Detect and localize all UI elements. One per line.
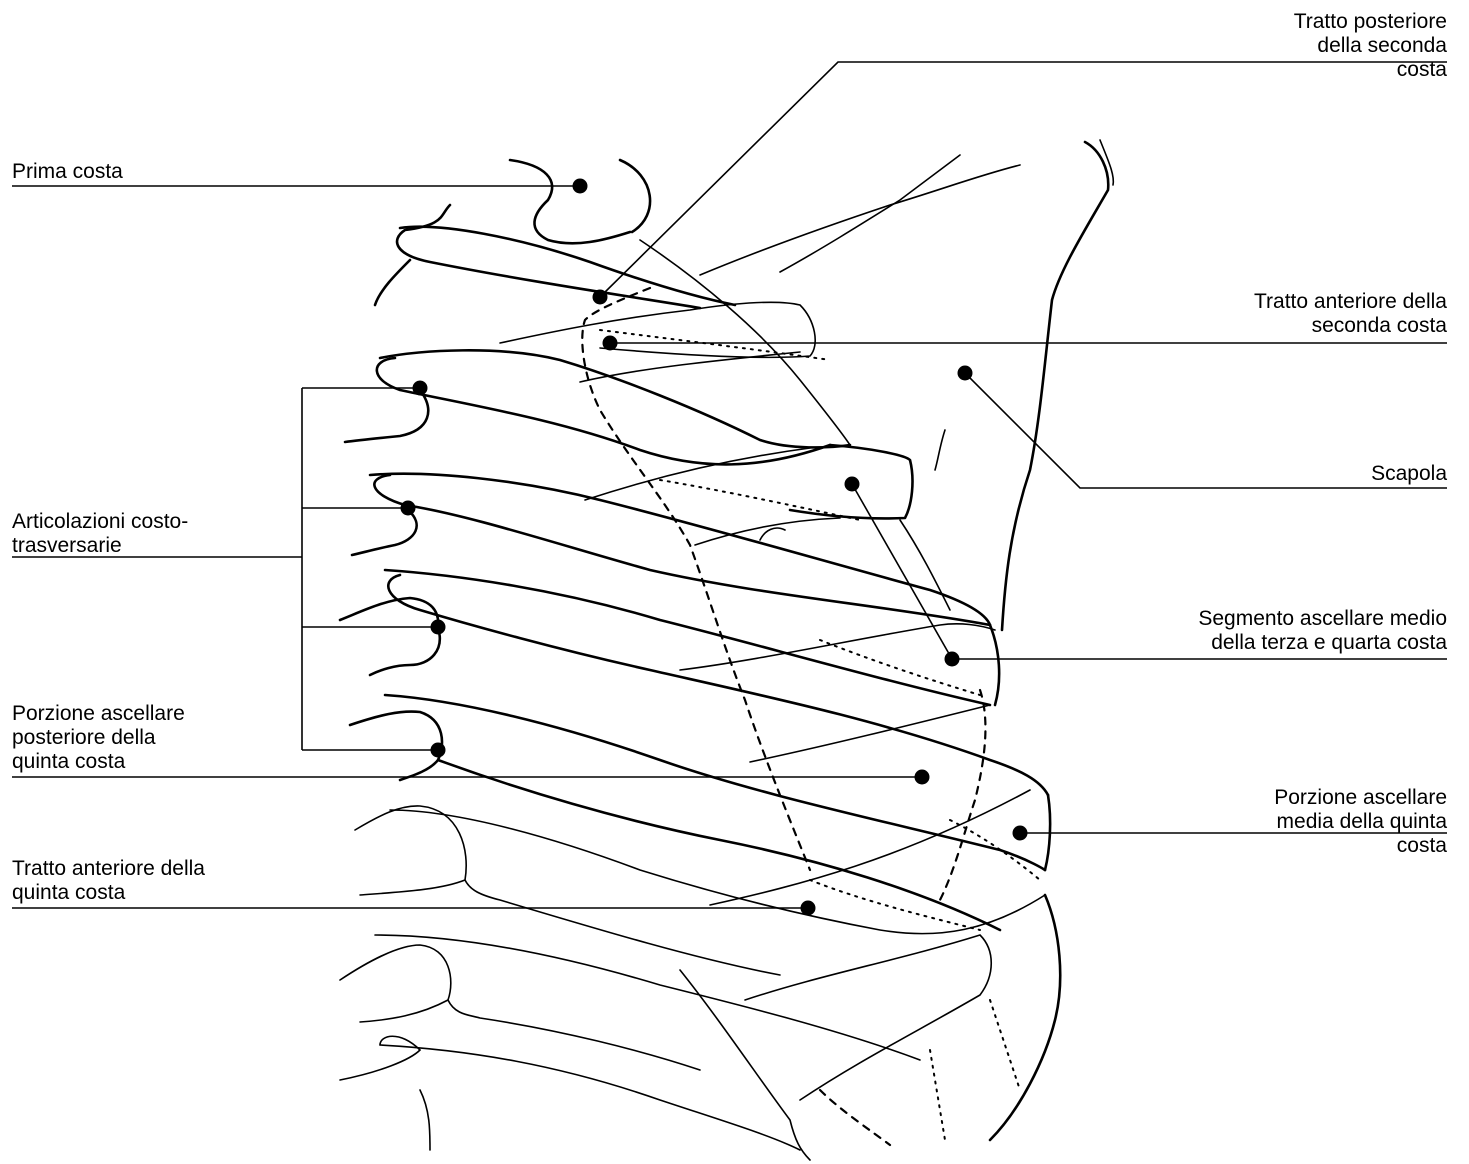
- leader-tratto-posteriore-seconda: [600, 62, 1447, 297]
- dot-tratto-anteriore-seconda: [603, 336, 618, 351]
- label-articolazioni: Articolazioni costo- trasversarie: [12, 510, 188, 558]
- label-line: Articolazioni costo-: [12, 510, 188, 534]
- dot-articolazione-1: [413, 381, 428, 396]
- marker-dots: [401, 179, 1028, 916]
- label-porzione-media-quinta: Porzione ascellare media della quinta co…: [1274, 786, 1447, 858]
- dot-prima-costa: [573, 179, 588, 194]
- label-line: quinta costa: [12, 750, 185, 774]
- dot-porzione-media-quinta: [1013, 826, 1028, 841]
- label-line: posteriore della: [12, 726, 185, 750]
- label-line: Prima costa: [12, 160, 123, 184]
- dot-articolazione-3: [431, 620, 446, 635]
- label-line: Porzione ascellare: [1274, 786, 1447, 810]
- label-line: quinta costa: [12, 881, 205, 905]
- label-line: della seconda: [1294, 34, 1447, 58]
- label-porzione-posteriore-quinta: Porzione ascellare posteriore della quin…: [12, 702, 185, 774]
- dot-segmento-quarta: [945, 652, 960, 667]
- label-tratto-anteriore-quinta: Tratto anteriore della quinta costa: [12, 857, 205, 905]
- dot-porzione-posteriore-quinta: [915, 770, 930, 785]
- label-line: Tratto posteriore: [1294, 10, 1447, 34]
- label-line: della terza e quarta costa: [1198, 631, 1447, 655]
- label-line: Tratto anteriore della: [1254, 290, 1447, 314]
- label-tratto-posteriore-seconda: Tratto posteriore della seconda costa: [1294, 10, 1447, 82]
- dot-tratto-posteriore-seconda: [593, 290, 608, 305]
- dot-articolazione-2: [401, 501, 416, 516]
- label-line: Segmento ascellare medio: [1198, 607, 1447, 631]
- dot-tratto-anteriore-quinta: [801, 901, 816, 916]
- label-line: Tratto anteriore della: [12, 857, 205, 881]
- label-line: costa: [1274, 834, 1447, 858]
- label-segmento-ascellare: Segmento ascellare medio della terza e q…: [1198, 607, 1447, 655]
- label-line: trasversarie: [12, 534, 188, 558]
- label-line: Scapola: [1371, 462, 1447, 486]
- ribs-drawing: [340, 140, 1113, 1160]
- dot-scapola: [958, 366, 973, 381]
- label-prima-costa: Prima costa: [12, 160, 123, 184]
- label-scapola: Scapola: [1371, 462, 1447, 486]
- label-tratto-anteriore-seconda: Tratto anteriore della seconda costa: [1254, 290, 1447, 338]
- label-line: costa: [1294, 58, 1447, 82]
- label-line: Porzione ascellare: [12, 702, 185, 726]
- dot-articolazione-4: [431, 743, 446, 758]
- label-line: media della quinta: [1274, 810, 1447, 834]
- dot-segmento-terza: [845, 477, 860, 492]
- label-line: seconda costa: [1254, 314, 1447, 338]
